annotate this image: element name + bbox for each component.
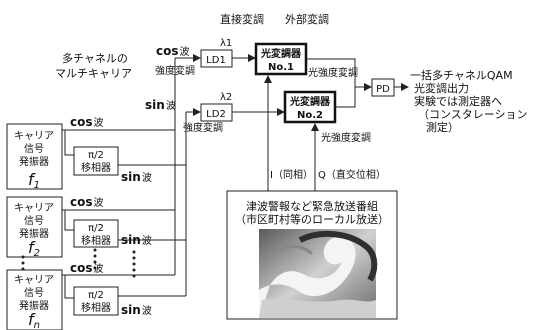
oscillator-label: 信号 bbox=[24, 143, 44, 155]
oscillator-label: 信号 bbox=[24, 287, 44, 299]
output-line2: 光変調出力 bbox=[414, 81, 469, 95]
carrier-group-2: キャリア 信号 発振器 f2 cos波 π/2 移相器 sin波 bbox=[7, 195, 186, 259]
ld1-mod-label: 強度変調 bbox=[155, 64, 195, 77]
cos-label: cos波 bbox=[70, 261, 104, 275]
output-line1: 一括多チャネルQAM bbox=[410, 68, 513, 82]
shifter-label: 移相器 bbox=[81, 234, 111, 247]
output-line4: （コンスタレーション bbox=[418, 108, 528, 121]
oscillator-label: 発振器 bbox=[19, 299, 49, 312]
shifter-label: π/2 bbox=[88, 223, 104, 234]
oscillator-label: キャリア bbox=[14, 275, 54, 286]
carrier-group-n: キャリア 信号 発振器 fn cos波 π/2 移相器 sin波 bbox=[7, 261, 186, 330]
lambda1-label: λ1 bbox=[220, 38, 232, 49]
carrier-group-1: キャリア 信号 発振器 f1 cos波 π/2 移相器 sin波 bbox=[7, 115, 186, 191]
broadcast-line1: 津波警報など緊急放送番組 bbox=[246, 199, 378, 213]
i-label: I（同相） bbox=[270, 168, 313, 181]
oscillator-label: 発振器 bbox=[19, 227, 49, 240]
modulator-1-label: 光変調器 bbox=[260, 47, 302, 60]
modulator-2-out-label: 光強度変調 bbox=[321, 131, 371, 144]
shifter-feed bbox=[65, 275, 74, 298]
ld1-label: LD1 bbox=[206, 55, 226, 66]
tsunami-wave-image bbox=[259, 229, 376, 318]
mod2-output bbox=[335, 87, 355, 107]
oscillator-label: 信号 bbox=[24, 215, 44, 227]
broadcast-line2: （市区町村等のローカル放送） bbox=[235, 212, 389, 226]
shifter-label: 移相器 bbox=[81, 301, 111, 314]
shifter-label: π/2 bbox=[88, 150, 104, 161]
ld2-mod-label: 強度変調 bbox=[183, 121, 223, 134]
oscillator-label: 発振器 bbox=[19, 155, 49, 168]
shifter-label: 移相器 bbox=[81, 161, 111, 174]
multicarrier-line2: マルチキャリア bbox=[55, 67, 132, 80]
ld2-input-label: sin波 bbox=[145, 98, 176, 112]
cos-label: cos波 bbox=[70, 115, 104, 129]
oscillator-label: キャリア bbox=[14, 203, 54, 214]
modulator-1-out-label: 光強度変調 bbox=[308, 66, 358, 79]
ld1-input-label: cos波 bbox=[156, 44, 190, 58]
output-line3: 実験では測定器へ bbox=[414, 94, 502, 108]
shifter-feed bbox=[65, 130, 74, 155]
sin-label: sin波 bbox=[121, 233, 152, 247]
modulator-1-number: No.1 bbox=[268, 62, 294, 73]
ld2-label: LD2 bbox=[206, 109, 226, 120]
pd-label: PD bbox=[376, 84, 390, 95]
output-line5: 測定） bbox=[426, 120, 459, 134]
multicarrier-line1: 多チャネルの bbox=[62, 51, 128, 65]
header-direct-mod: 直接変調 bbox=[220, 12, 264, 26]
sin-label: sin波 bbox=[121, 170, 152, 184]
shifter-label: π/2 bbox=[88, 290, 104, 301]
cos-label: cos波 bbox=[70, 195, 104, 209]
modulator-2-label: 光変調器 bbox=[289, 95, 331, 108]
modulator-2-number: No.2 bbox=[297, 110, 323, 121]
header-external-mod: 外部変調 bbox=[285, 12, 329, 26]
shifter-feed bbox=[65, 210, 74, 230]
sin-label: sin波 bbox=[121, 303, 152, 317]
lambda2-label: λ2 bbox=[220, 92, 232, 103]
oscillator-label: キャリア bbox=[14, 131, 54, 142]
q-label: Q（直交位相） bbox=[318, 168, 386, 181]
